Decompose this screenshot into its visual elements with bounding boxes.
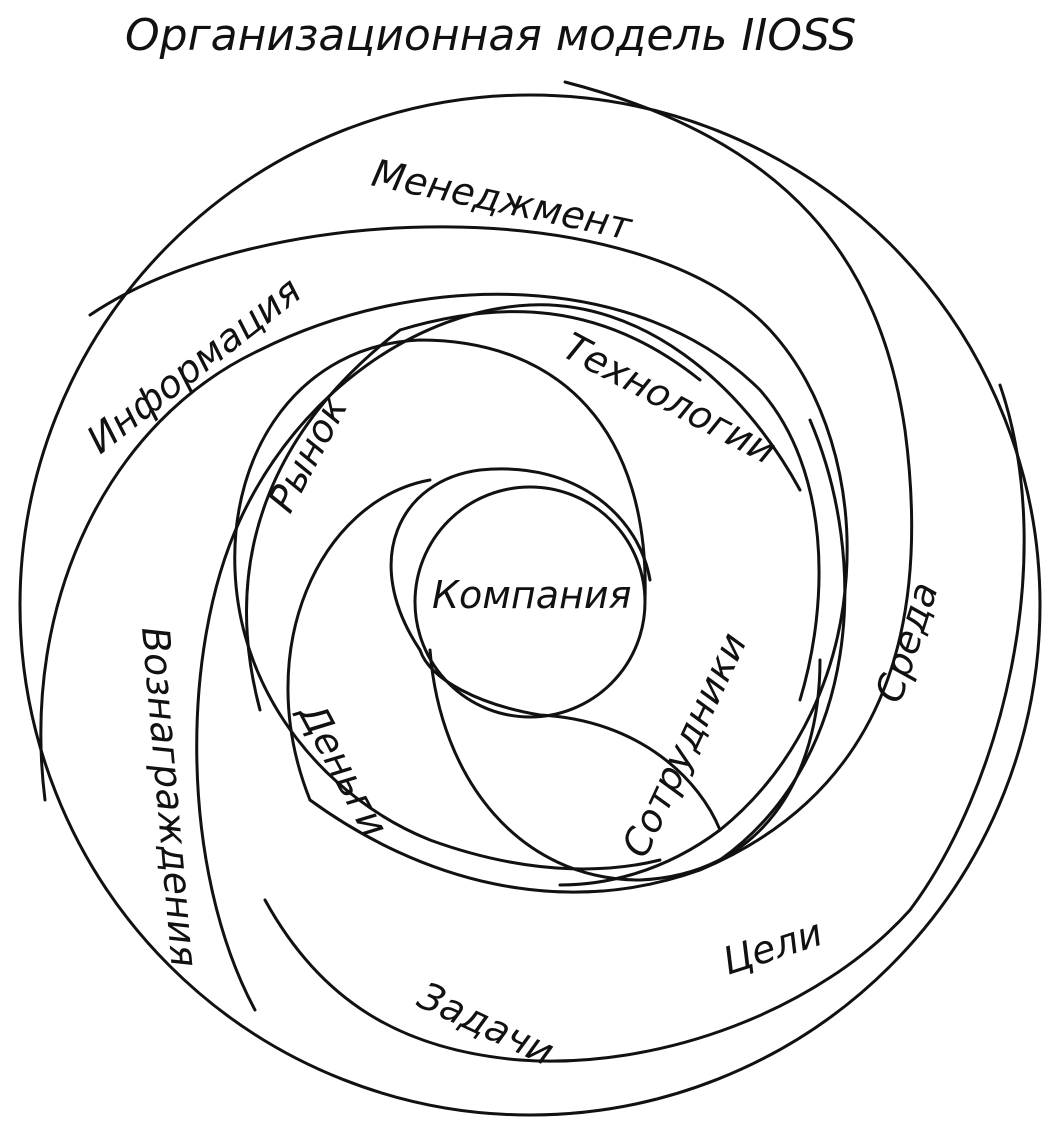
label-company: Компания xyxy=(432,573,631,617)
label-management: Менеджмент xyxy=(368,151,637,249)
label-goals: Цели xyxy=(717,910,827,983)
company-circle xyxy=(413,485,647,719)
spiral-boundaries xyxy=(39,80,1026,1063)
label-information: Информация xyxy=(78,268,309,462)
label-environment: Среда xyxy=(867,577,947,708)
label-rewards: Вознаграждения xyxy=(133,625,207,969)
label-market: Рынок xyxy=(259,389,356,519)
label-employees: Сотрудники xyxy=(613,626,755,864)
diagram-title: Организационная модель IIOSS xyxy=(125,10,856,61)
label-tasks: Задачи xyxy=(411,973,560,1074)
outer-circle xyxy=(18,93,1042,1117)
